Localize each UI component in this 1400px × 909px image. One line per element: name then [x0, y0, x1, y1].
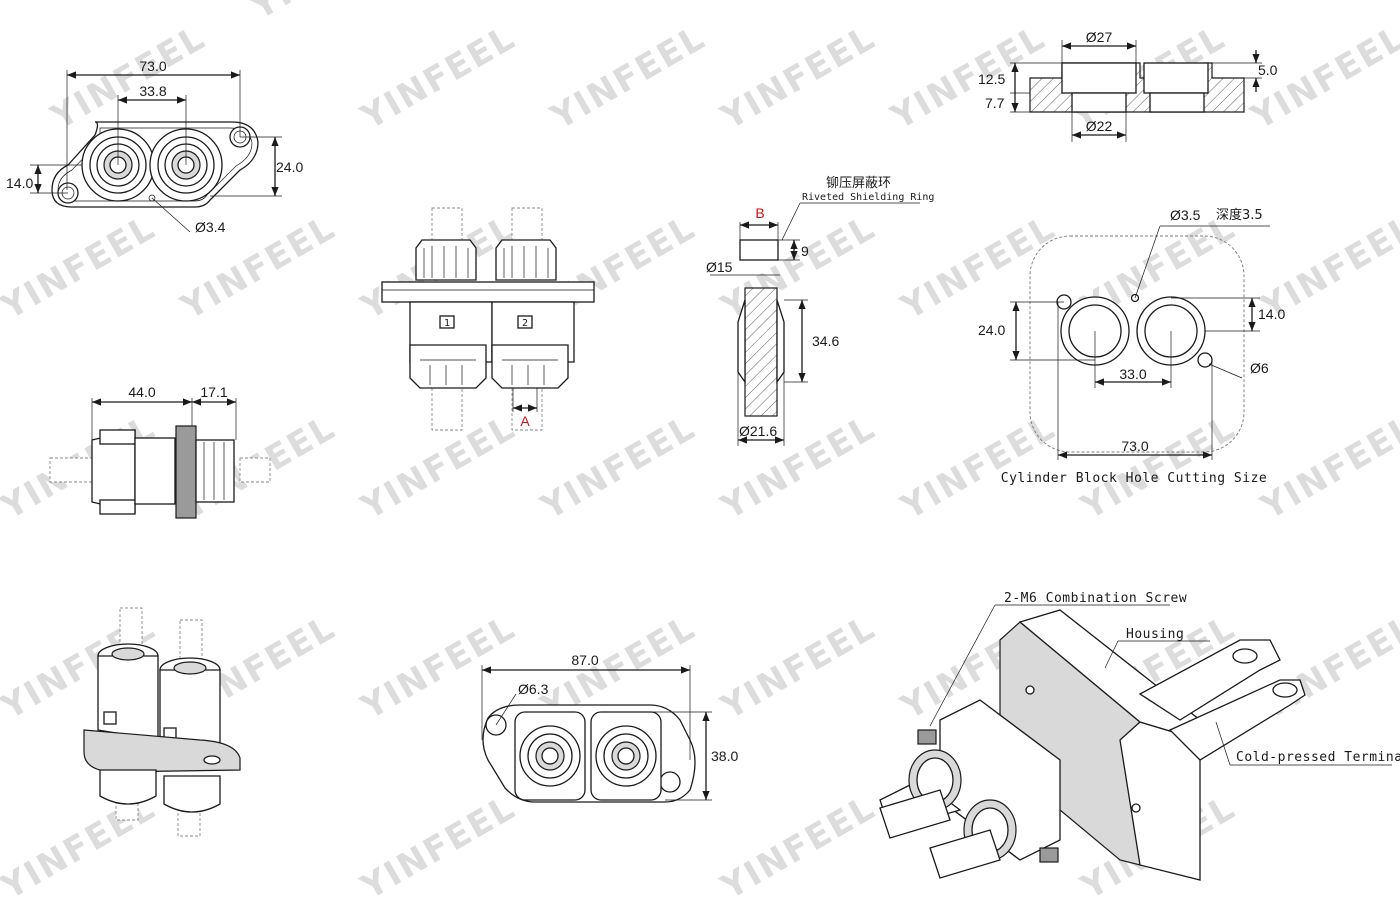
ring-detail: 铆压屏蔽环 Riveted Shielding Ring B 9 Ø15 34.…	[706, 176, 934, 446]
watermark-text: YINFEEL	[354, 788, 523, 909]
dim-label: 9	[801, 243, 809, 259]
cable-phantom	[239, 457, 271, 483]
watermark-text: YINFEEL	[534, 408, 703, 529]
dim-label: Ø15	[706, 259, 733, 275]
flange-plate	[83, 729, 241, 773]
dim-label: 38.0	[711, 748, 738, 764]
dim-label: Ø3.4	[195, 219, 226, 235]
dim-label: 44.0	[128, 384, 155, 400]
watermark-text: YINFEEL	[894, 208, 1063, 329]
watermark-text: YINFEEL	[354, 18, 523, 139]
contact-body	[195, 439, 235, 503]
dim-label: Ø21.6	[739, 423, 777, 439]
flange-plate	[381, 281, 595, 303]
cable-phantom	[119, 607, 143, 649]
dim-label: Ø27	[1086, 29, 1113, 45]
dim-label: Ø6.3	[518, 681, 549, 697]
screw-head	[917, 729, 937, 745]
watermark-text: YINFEEL	[244, 0, 413, 28]
watermark-text: YINFEEL	[1254, 408, 1400, 529]
cable-phantom	[431, 383, 463, 431]
cable-phantom	[179, 619, 203, 661]
dim-label: Ø6	[1250, 360, 1269, 376]
section-marker: B	[755, 205, 764, 221]
dim-label: 7.7	[985, 95, 1005, 111]
watermark-text: YINFEEL	[884, 18, 1053, 139]
dim-label: 33.0	[1119, 366, 1146, 382]
watermark-text: YINFEEL	[714, 608, 883, 729]
screw-hole	[1197, 352, 1213, 368]
cutout-view: Ø3.5 深度3.5 24.0 14.0 33.0 73.0 Ø6 Cylind…	[978, 207, 1285, 486]
lock-collar	[409, 344, 487, 389]
dim-label: Ø22	[1086, 118, 1113, 134]
watermark-text: YINFEEL	[44, 18, 213, 139]
crown-contact	[495, 239, 557, 281]
crown-contact	[415, 239, 477, 281]
dim-label: 73.0	[1121, 438, 1148, 454]
cutout-title: Cylinder Block Hole Cutting Size	[1001, 471, 1267, 486]
dim-label: 33.8	[139, 83, 166, 99]
watermark-text: YINFEEL	[714, 788, 883, 909]
section-marker: A	[520, 413, 530, 429]
bore-upper	[1061, 62, 1137, 94]
watermark-text: YINFEEL	[0, 208, 163, 329]
watermark-text: YINFEEL	[714, 208, 883, 329]
isometric-view	[83, 607, 241, 837]
terminal-section	[744, 287, 778, 417]
callout-label: Cold-pressed Terminal	[1236, 750, 1400, 765]
dim-label: 34.6	[812, 333, 839, 349]
watermark-text: YINFEEL	[714, 18, 883, 139]
section-detail: Ø27 Ø22 12.5 7.7 5.0	[978, 29, 1278, 142]
dim-label: 12.5	[978, 71, 1005, 87]
flange-view: 87.0 38.0 Ø6.3	[481, 652, 738, 803]
watermark-text: YINFEEL	[544, 18, 713, 139]
dim-label: 14.0	[6, 175, 33, 191]
screw-head	[1039, 847, 1059, 863]
ring-label-cn: 铆压屏蔽环	[826, 176, 891, 191]
dim-label: 24.0	[276, 159, 303, 175]
ring-label-en: Riveted Shielding Ring	[802, 192, 934, 203]
dim-label: 87.0	[571, 652, 598, 668]
side-view: 44.0 17.1	[49, 384, 271, 519]
pin-label: 1	[444, 318, 450, 329]
dim-label-depth: 深度3.5	[1216, 207, 1263, 223]
mount-hole	[659, 771, 681, 793]
dim-label: 14.0	[1258, 306, 1285, 322]
callout-label: 2-M6 Combination Screw	[1004, 591, 1187, 606]
callout-label: Housing	[1126, 627, 1184, 642]
watermark-text: YINFEEL	[894, 408, 1063, 529]
lock-collar	[491, 344, 569, 389]
dim-label: Ø3.5	[1170, 207, 1201, 223]
pin-label: 2	[522, 318, 528, 329]
cold-pressed-terminal	[1168, 679, 1306, 761]
cable-phantom	[49, 457, 95, 483]
dim-label: 17.1	[200, 384, 227, 400]
flange-edge	[175, 425, 197, 519]
bore-lower	[1071, 92, 1127, 113]
shielding-ring	[739, 239, 779, 261]
plug-body	[97, 655, 159, 741]
assembly-view: 2-M6 Combination Screw Housing Cold-pres…	[879, 591, 1400, 881]
watermark-text: YINFEEL	[1074, 408, 1243, 529]
front-view: 1 2 A	[381, 207, 595, 431]
top-view: 73.0 33.8 24.0 14.0 Ø3.4	[6, 58, 303, 235]
dim-label: 73.0	[139, 58, 166, 74]
dim-label: 5.0	[1258, 62, 1278, 78]
dim-label: 24.0	[978, 322, 1005, 338]
